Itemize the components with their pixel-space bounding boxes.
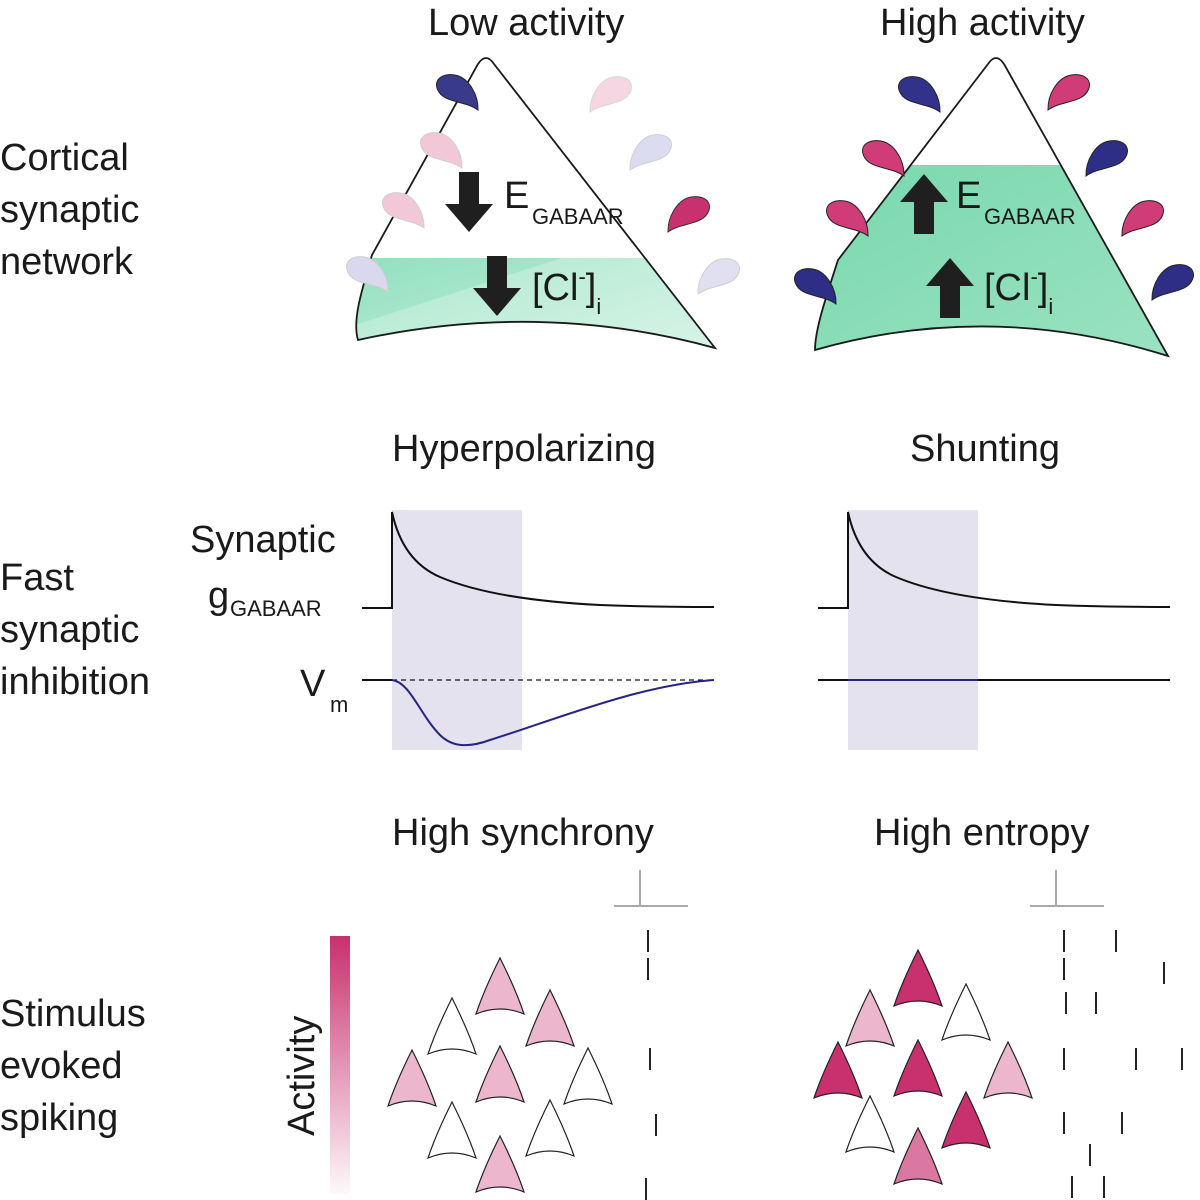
activity-scale-bar	[330, 936, 350, 1194]
row-label-line: Fast	[0, 557, 74, 599]
conductance-subscript: GABAAR	[230, 596, 322, 621]
synapse-terminal	[794, 268, 837, 305]
row-label-line: Stimulus	[0, 993, 146, 1035]
row-label-inhibition: Fast synaptic inhibition	[0, 552, 150, 708]
vm-hyperpolarizing-trace	[391, 679, 715, 747]
e-gabaar-label: E	[956, 175, 981, 217]
low-activity-synapses	[346, 74, 740, 295]
synapse-terminal	[1085, 140, 1128, 177]
arrow-down-icon	[445, 172, 493, 232]
conductance-label: g	[208, 575, 229, 617]
neuron-soma	[983, 1040, 1033, 1100]
row-label-line: Cortical	[0, 137, 129, 179]
neuron-soma	[845, 1094, 895, 1154]
arrow-down-icon	[473, 256, 521, 316]
neuron-soma	[475, 1044, 525, 1104]
row-label-network: Cortical synaptic network	[0, 132, 139, 288]
time-scale-bar	[614, 870, 688, 907]
conductance-trace	[818, 511, 1171, 609]
e-gabaar-subscript: GABAAR	[984, 204, 1076, 229]
row-label-spiking: Stimulus evoked spiking	[0, 988, 146, 1144]
title-high-synchrony: High synchrony	[392, 812, 654, 854]
neuron-soma	[845, 988, 895, 1048]
spike-raster-synchrony	[645, 930, 657, 1200]
neuron-soma	[813, 1040, 863, 1100]
synapse-terminal	[629, 134, 672, 171]
neuron-soma	[941, 982, 991, 1042]
stimulus-window	[848, 510, 978, 750]
row-label-line: inhibition	[0, 661, 150, 703]
neuron-soma	[563, 1046, 613, 1106]
vm-label: V	[300, 663, 326, 705]
synapse-terminal	[898, 76, 941, 113]
synapse-terminal	[589, 76, 632, 113]
e-gabaar-label: E	[504, 175, 529, 217]
row-label-line: spiking	[0, 1097, 119, 1139]
synapse-terminal	[346, 256, 389, 293]
neuron-soma	[941, 1090, 991, 1150]
conductance-trace	[362, 511, 715, 609]
stimulus-window	[392, 510, 522, 750]
title-high-entropy: High entropy	[874, 812, 1090, 854]
synaptic-label: Synaptic	[190, 519, 336, 561]
neuron-soma	[893, 1038, 943, 1098]
neuron-soma	[387, 1048, 437, 1108]
synapse-terminal	[826, 200, 869, 237]
synapse-terminal	[1047, 74, 1090, 111]
row-label-line: evoked	[0, 1045, 123, 1087]
synapse-terminal	[862, 140, 905, 177]
synapse-terminal	[420, 132, 463, 169]
neuron-soma	[893, 1126, 943, 1186]
time-scale-bar	[1030, 870, 1104, 907]
arrow-up-icon	[900, 174, 948, 234]
synapse-terminal	[697, 258, 740, 295]
title-hyperpolarizing: Hyperpolarizing	[392, 428, 657, 470]
neuron-soma	[475, 1134, 525, 1194]
title-shunting: Shunting	[910, 428, 1061, 470]
title-low-activity: Low activity	[428, 2, 625, 44]
chloride-label: [Cl-]i	[984, 264, 1053, 319]
vm-subscript: m	[330, 692, 348, 717]
high-activity-synapses	[794, 74, 1194, 305]
synapse-terminal	[436, 74, 479, 111]
synapse-terminal	[667, 196, 710, 233]
row-label-line: synaptic	[0, 609, 140, 651]
neuron-cluster-synchrony	[387, 956, 613, 1194]
synapse-terminal	[1151, 264, 1194, 301]
activity-scale-label: Activity	[281, 1016, 323, 1136]
neuron-cluster-entropy	[813, 948, 1033, 1186]
row-label-line: network	[0, 241, 134, 283]
e-gabaar-subscript: GABAAR	[532, 204, 624, 229]
arrow-up-icon	[926, 258, 974, 318]
synapse-terminal	[1121, 200, 1164, 237]
chloride-label: [Cl-]i	[532, 264, 601, 319]
neuron-soma	[525, 988, 575, 1048]
neuron-soma	[525, 1098, 575, 1158]
title-high-activity: High activity	[880, 2, 1085, 44]
neuron-soma	[427, 1100, 477, 1160]
synapse-terminal	[382, 192, 425, 229]
spike-raster-entropy	[1063, 930, 1183, 1198]
row-label-line: synaptic	[0, 189, 140, 231]
neuron-soma	[475, 956, 525, 1016]
neuron-soma	[427, 996, 477, 1056]
soma-outline	[355, 57, 718, 350]
neuron-soma	[893, 948, 943, 1008]
